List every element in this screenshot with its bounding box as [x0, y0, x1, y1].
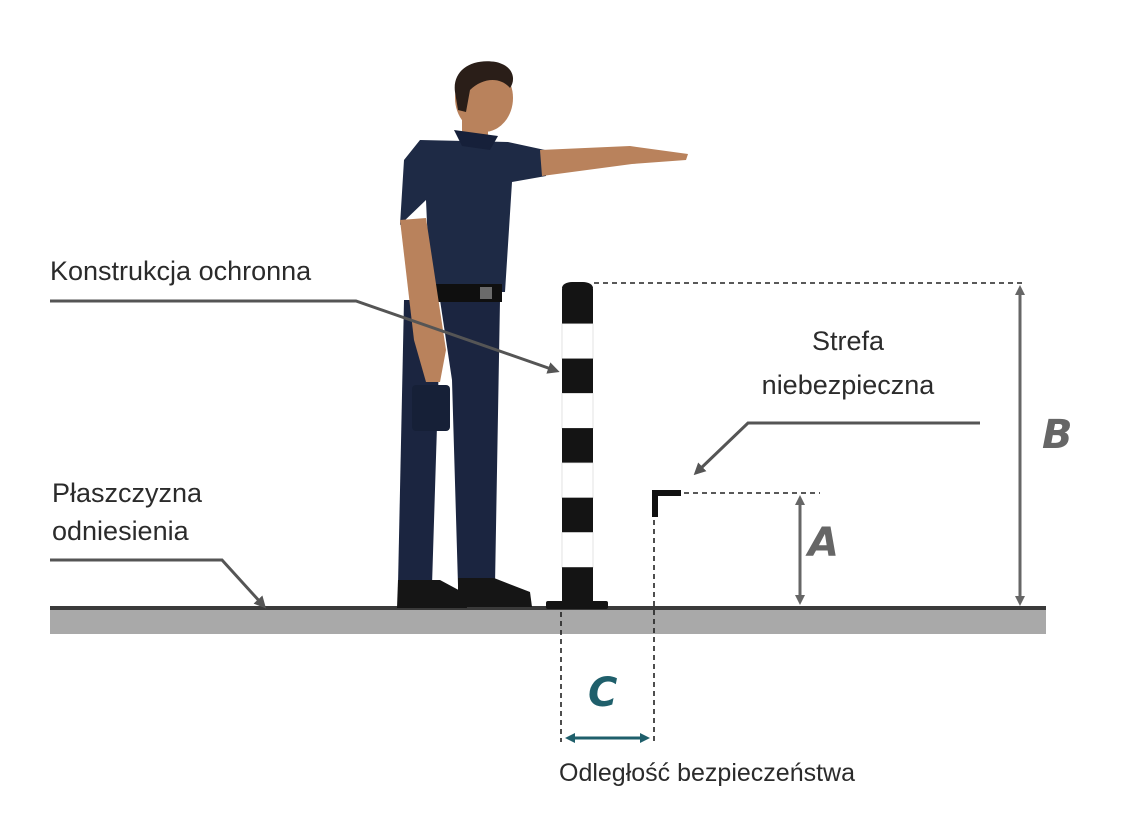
dimension-b-label: B [1042, 412, 1073, 458]
post-band-dark [562, 289, 593, 325]
safety-distance-label: Odległość bezpieczeństwa [559, 759, 855, 787]
post-band-light [561, 323, 594, 360]
reference-plane-leader [50, 558, 267, 609]
post-band-dark [562, 497, 593, 533]
construction-leader [50, 299, 560, 374]
danger-zone-corner [652, 490, 681, 517]
worker-figure [397, 61, 688, 608]
post-band-light [561, 462, 594, 499]
dimension-a-label: A [805, 520, 839, 566]
reference-plane [50, 608, 1046, 634]
post-band-light [561, 393, 594, 429]
danger-zone-label-line1: Strefa [812, 326, 885, 356]
reference-plane-label-line2: odniesienia [52, 516, 190, 546]
post-band-dark [562, 567, 593, 603]
post-band-light [561, 532, 594, 569]
danger-zone-label-line2: niebezpieczna [762, 370, 936, 400]
protective-post [546, 282, 608, 609]
post-bands [561, 289, 594, 603]
post-band-dark [562, 358, 593, 394]
post-base [546, 601, 608, 609]
construction-label: Konstrukcja ochronna [50, 256, 312, 286]
danger-zone-leader [693, 421, 980, 476]
dimension-c-label: C [588, 670, 617, 716]
post-band-dark [562, 428, 593, 464]
reference-plane-label-line1: Płaszczyzna [52, 478, 203, 508]
